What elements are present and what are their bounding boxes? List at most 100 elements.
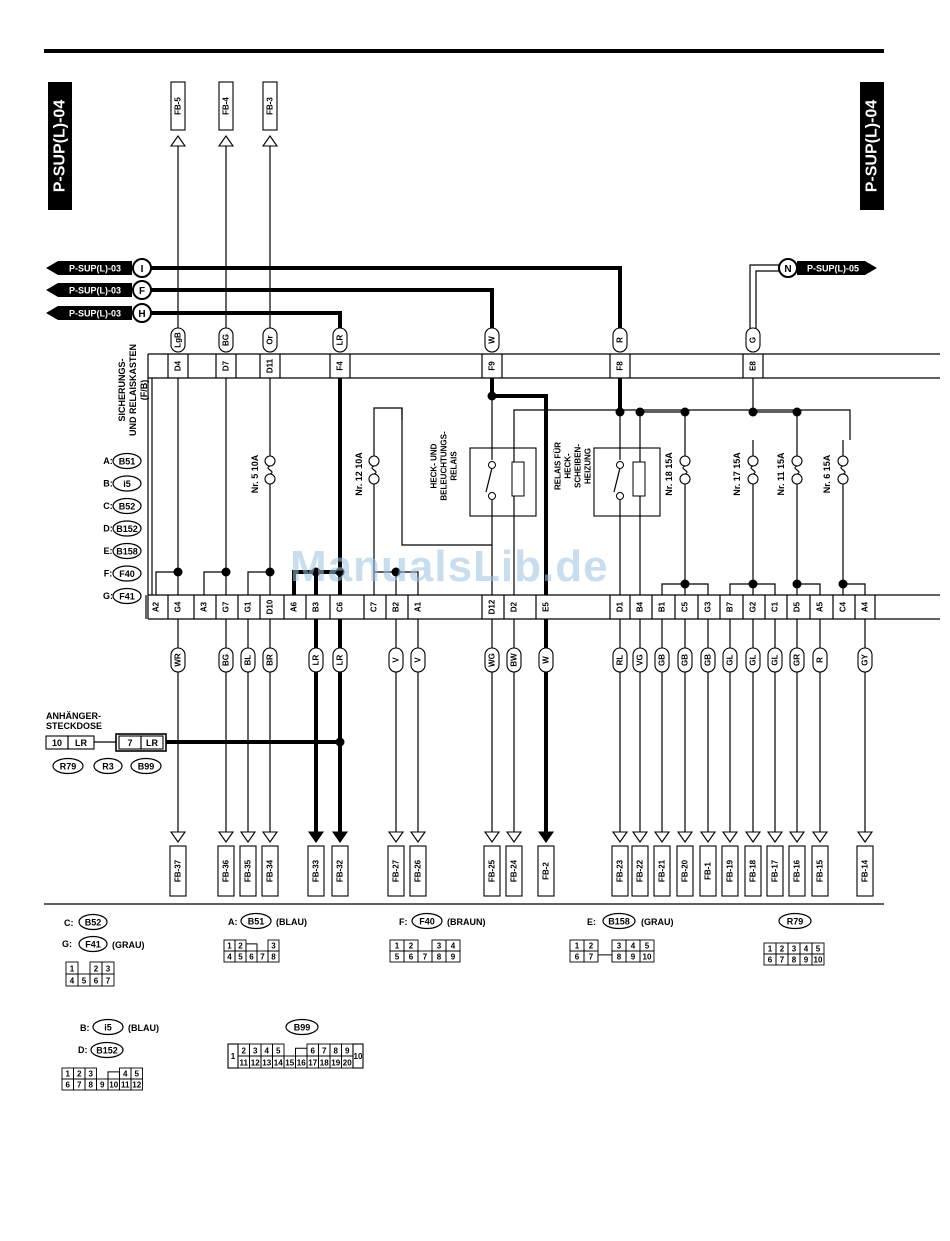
wire-color: W — [542, 656, 551, 664]
conn-b152-pin: 2 — [77, 1070, 82, 1079]
fusebox-title: (F/B) — [139, 380, 149, 401]
legend-label: D: — [78, 1045, 88, 1055]
ref-n-tag — [797, 261, 877, 275]
fb-bottom-label: FB-18 — [749, 859, 758, 882]
pin-label: F4 — [336, 361, 345, 371]
fusebox-conn-letter: B: — [103, 479, 113, 489]
wire-color-pill — [612, 647, 628, 673]
conn-b152-pin: 4 — [123, 1070, 128, 1079]
conn-b158-pin: 5 — [645, 942, 650, 951]
legend-label: E: — [587, 917, 596, 927]
ref-i-letter: I — [141, 264, 144, 275]
wire-color: LgB — [174, 332, 183, 348]
fb-bottom-box — [217, 845, 235, 897]
wire-color-pill — [857, 647, 873, 673]
wire-r — [150, 266, 622, 330]
legend-conn: B152 — [96, 1046, 118, 1056]
conn-b99-pin: 15 — [285, 1059, 294, 1068]
fusebox-conn-code-outline — [112, 587, 142, 605]
conn-f40-pin: 1 — [395, 942, 400, 951]
trailer-pin: 7 — [127, 738, 132, 748]
fusebox-conn-letter: G: — [103, 591, 113, 601]
relay-left-label: RELAIS — [450, 451, 459, 481]
trailer-pin: 10 — [52, 738, 62, 748]
fb-bottom-box — [409, 845, 427, 897]
conn-b51-pin: 3 — [271, 942, 276, 951]
wire-color: GY — [861, 654, 870, 666]
junction-dot — [680, 407, 690, 417]
fusebox-title: SICHERUNGS- — [117, 358, 127, 421]
fuse-label: Nr. 12 10A — [354, 452, 364, 496]
conn-b158-pin: 8 — [617, 953, 622, 962]
wire-color-pill — [332, 647, 348, 673]
fusebox-conn-code-outline — [112, 452, 142, 470]
junction-dot — [635, 407, 645, 417]
trailer-conn: R3 — [102, 762, 114, 772]
fb-bottom-arrow — [788, 831, 806, 843]
fb-bottom-label: FB-15 — [816, 859, 825, 882]
conn-r79-pin: 4 — [804, 945, 809, 954]
fb-bottom-label: FB-14 — [861, 859, 870, 882]
pin-label: C6 — [336, 601, 345, 612]
conn-b158-pin: 10 — [643, 953, 652, 962]
pin-label: C7 — [370, 601, 379, 612]
fusebox-conn-letter: A: — [103, 456, 113, 466]
fb-bottom-arrow — [653, 831, 671, 843]
fuse-terminal — [679, 473, 691, 485]
ref-f-page: P-SUP(L)-03 — [69, 286, 121, 296]
page-code-right: P-SUP(L)-04 — [864, 100, 881, 193]
fb-bottom-box — [505, 845, 523, 897]
legend-conn: i5 — [104, 1023, 112, 1033]
junction-dot — [838, 579, 848, 589]
conn-f40-pin: 9 — [451, 953, 456, 962]
trailer-wire-box — [67, 735, 95, 750]
wire-color-pill — [262, 647, 278, 673]
conn-b99-key — [295, 1047, 308, 1056]
fb-bottom-arrow — [856, 831, 874, 843]
conn-f41-cell — [101, 973, 115, 987]
fuse-terminal — [791, 455, 803, 467]
fuse-element — [750, 465, 756, 475]
wire-color: LR — [336, 654, 345, 665]
trailer-title: ANHÄNGER- — [46, 711, 101, 721]
fb-bottom-box — [261, 845, 279, 897]
relay-left-label: BELEUCHTUNGS- — [440, 431, 449, 501]
fuse-element — [682, 465, 688, 475]
trailer-conn: R79 — [60, 762, 77, 772]
conn-r79-pin: 3 — [792, 945, 797, 954]
relay-contact — [616, 461, 624, 469]
legend-conn-outline — [90, 1041, 124, 1059]
wire-color: GL — [771, 654, 780, 665]
wire-color: R — [616, 337, 625, 343]
fuse-terminal — [791, 473, 803, 485]
wire-color-pill — [170, 647, 186, 673]
conn-r79-pin: 7 — [780, 956, 785, 965]
conn-f41-pin: 5 — [82, 977, 87, 986]
ref-h-circle — [132, 303, 152, 323]
legend-conn-outline — [778, 912, 812, 930]
wire-color: BG — [222, 334, 231, 346]
relay-left-box — [469, 447, 537, 517]
fuse-terminal — [264, 455, 276, 467]
pin-label: B7 — [726, 601, 735, 612]
conn-b51-pin: 1 — [227, 942, 232, 951]
fb-bottom-box — [331, 845, 349, 897]
relay-right-label: SCHEIBEN- — [574, 444, 583, 488]
conn-b152-pin: 12 — [132, 1081, 141, 1090]
fusebox-conn-code-outline — [112, 475, 142, 492]
fb-bottom-box — [811, 845, 829, 897]
fusebox-conn-code: B52 — [119, 502, 136, 512]
fuse-terminal — [837, 455, 849, 467]
fb-top-box — [218, 81, 234, 131]
legend-color: (BLAU) — [128, 1023, 159, 1033]
junction-dot — [748, 407, 758, 417]
relay-right-box — [593, 447, 661, 517]
pin-label: G7 — [222, 601, 231, 612]
fb-bottom-box — [483, 845, 501, 897]
fb-bottom-label: FB-36 — [222, 859, 231, 882]
relay-coil — [511, 461, 525, 497]
junction-dot — [487, 391, 497, 401]
wire-color: BL — [244, 655, 253, 666]
junction-dot — [615, 407, 625, 417]
ref-n-page: P-SUP(L)-05 — [807, 264, 859, 274]
